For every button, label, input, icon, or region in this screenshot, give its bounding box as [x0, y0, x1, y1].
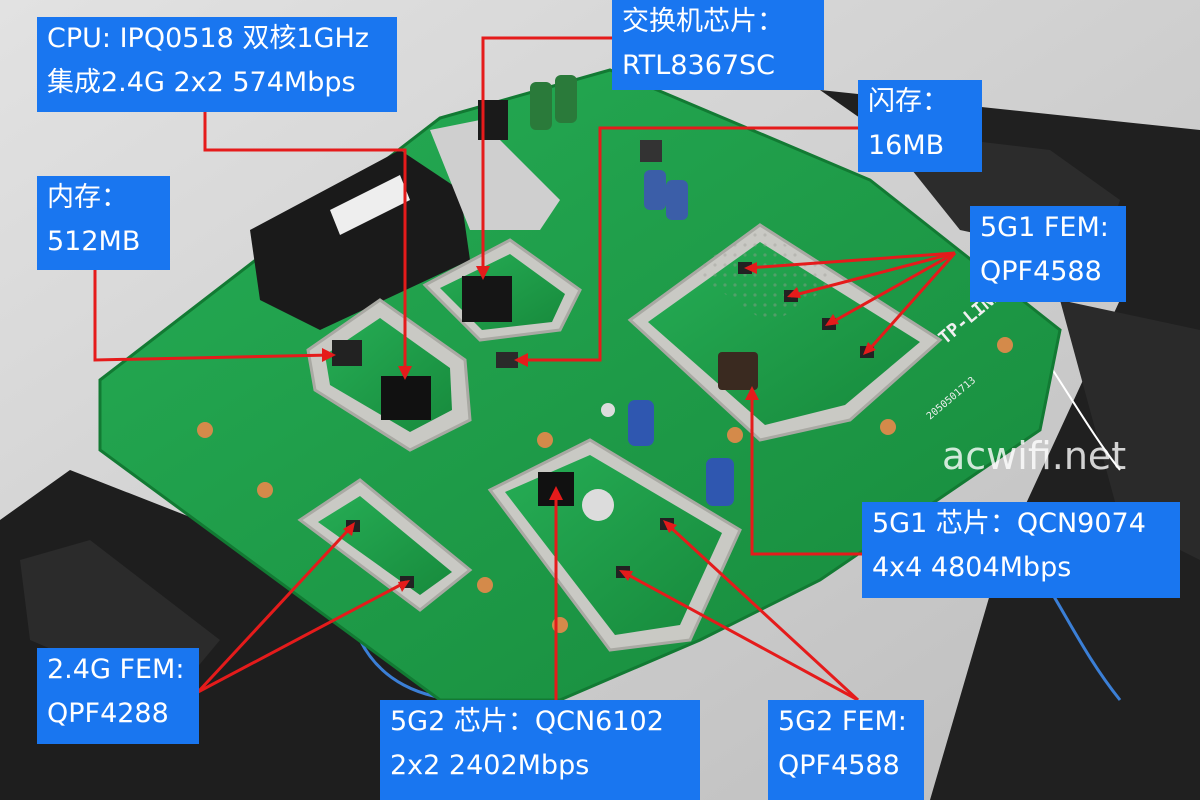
callout-flash-line1: 闪存：	[868, 86, 949, 117]
pointer-5g1-fem-c	[828, 251, 956, 326]
callout-5g1-fem-line2: QPF4588	[980, 256, 1102, 287]
flash-chip	[496, 352, 518, 368]
callout-switch-line2: RTL8367SC	[622, 50, 776, 81]
callout-5g1-chip: 5G1 芯片：QCN9074 4x4 4804Mbps	[862, 502, 1180, 598]
callout-cpu: CPU: IPQ0518 双核1GHz 集成2.4G 2x2 574Mbps	[37, 17, 397, 112]
pointer-arrowheads	[322, 262, 876, 592]
callout-flash-line2: 16MB	[868, 130, 945, 161]
callout-5g2-chip: 5G2 芯片：QCN6102 2x2 2402Mbps	[380, 700, 700, 800]
callout-switch: 交换机芯片： RTL8367SC	[612, 0, 824, 90]
callout-5g1-chip-line2: 4x4 4804Mbps	[872, 552, 1072, 583]
pointer-memory	[93, 270, 333, 362]
callout-5g1-fem: 5G1 FEM: QPF4588	[970, 206, 1126, 302]
pointer-24g-fem-a	[196, 524, 354, 694]
pointer-flash	[518, 126, 858, 362]
callout-5g2-fem: 5G2 FEM: QPF4588	[768, 700, 924, 800]
callout-memory-line1: 内存：	[47, 182, 128, 213]
callout-5g2-chip-line2: 2x2 2402Mbps	[390, 750, 590, 781]
capacitors	[530, 75, 734, 506]
pointer-lines	[93, 36, 957, 702]
callout-24g-fem: 2.4G FEM: QPF4288	[37, 648, 199, 744]
callout-5g2-fem-line1: 5G2 FEM:	[778, 706, 907, 737]
callout-flash: 闪存： 16MB	[858, 80, 982, 172]
callout-5g1-fem-line1: 5G1 FEM:	[980, 212, 1109, 243]
callout-24g-fem-line1: 2.4G FEM:	[47, 654, 185, 685]
cpu-chip	[381, 376, 431, 420]
pointer-5g1-fem-a	[747, 251, 956, 270]
switch-chip	[462, 276, 512, 322]
callout-cpu-line2: 集成2.4G 2x2 574Mbps	[47, 67, 356, 98]
pointer-5g1-fem-d	[865, 252, 957, 353]
chip-5g1	[718, 352, 758, 390]
callout-5g2-chip-line1: 5G2 芯片：QCN6102	[390, 706, 664, 737]
pointer-24g-fem-b	[197, 580, 407, 694]
pointer-5g2-fem-b	[622, 570, 859, 702]
ethernet-ports	[250, 100, 560, 330]
pointer-5g1-chip	[750, 390, 862, 556]
callout-memory: 内存： 512MB	[37, 176, 170, 270]
pointer-switch	[481, 36, 612, 276]
callout-5g1-chip-line1: 5G1 芯片：QCN9074	[872, 508, 1146, 539]
watermark: acwifi.net	[942, 434, 1127, 478]
callout-switch-line1: 交换机芯片：	[622, 6, 784, 37]
callout-24g-fem-line2: QPF4288	[47, 698, 169, 729]
pointer-5g2-fem-a	[665, 522, 860, 702]
callout-cpu-line1: CPU: IPQ0518 双核1GHz	[47, 23, 369, 54]
pointer-cpu	[203, 112, 407, 376]
callout-5g2-fem-line2: QPF4588	[778, 750, 900, 781]
memory-chip	[332, 340, 362, 366]
callout-memory-line2: 512MB	[47, 226, 141, 257]
mounting-holes	[197, 337, 1013, 633]
pointer-5g1-fem-b	[790, 251, 956, 298]
